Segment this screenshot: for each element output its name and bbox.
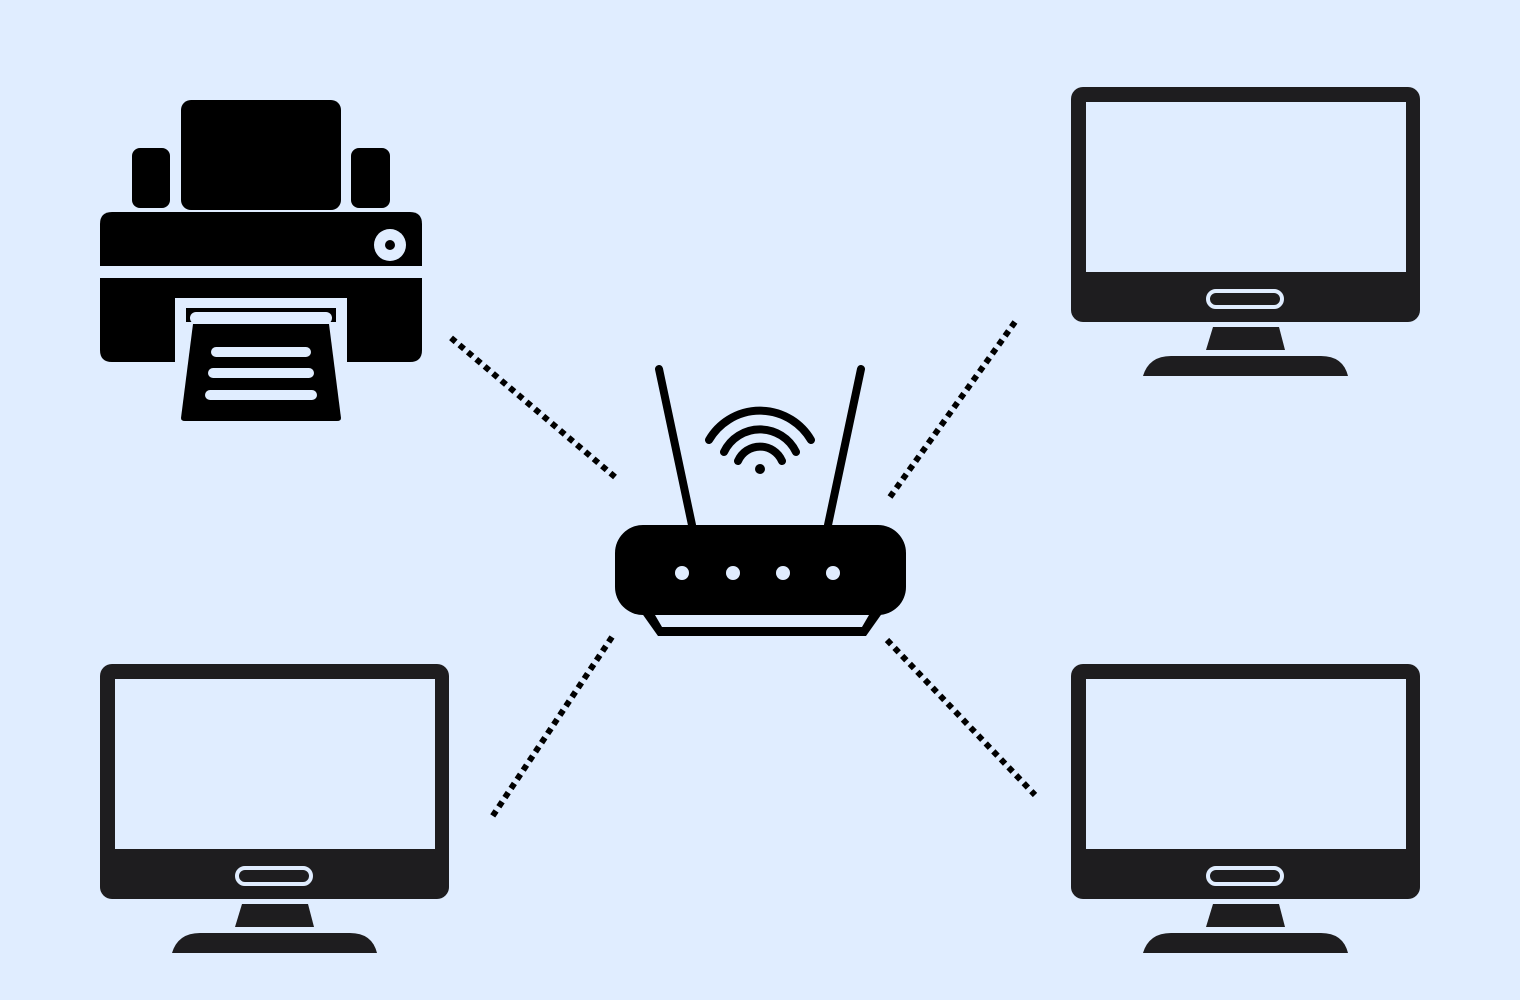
connection-router-monitor-top-right bbox=[887, 320, 1018, 499]
printer-icon bbox=[100, 100, 422, 421]
wifi-signal-icon bbox=[705, 406, 815, 465]
connection-router-monitor-bottom-right bbox=[884, 637, 1038, 798]
router-body bbox=[615, 525, 906, 615]
antenna-right bbox=[824, 365, 865, 529]
wifi-router-icon bbox=[615, 365, 906, 636]
connection-router-monitor-bottom-left bbox=[489, 635, 615, 819]
router-status-lights bbox=[675, 566, 840, 580]
connections bbox=[448, 320, 1038, 819]
connection-router-printer bbox=[448, 334, 617, 480]
antenna-left bbox=[655, 365, 696, 529]
